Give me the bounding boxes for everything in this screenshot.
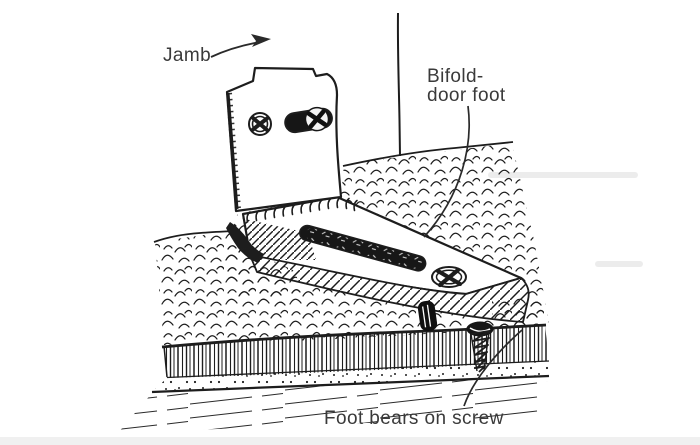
foot-bears-leader-line (463, 329, 523, 407)
jamb-edge-line (396, 12, 401, 157)
callout-lines (210, 34, 523, 407)
bracket-foot (241, 195, 530, 323)
jamb-arrow-line (210, 41, 261, 58)
foot-left-shadow (245, 219, 316, 260)
plate-screw-icon (248, 112, 272, 136)
bifold-leader-line (423, 105, 470, 238)
bracket-plate (225, 66, 343, 263)
plate-slot-screw-icon (284, 106, 333, 134)
support-screw (466, 321, 494, 373)
bifold-label-line1: Bifold- (427, 66, 484, 87)
jamb-arrowhead-icon (251, 34, 271, 47)
scan-artifacts (0, 172, 700, 445)
jamb-label: Jamb (163, 45, 212, 66)
adjustment-slot (298, 224, 427, 272)
foot-bears-on-screw-label: Foot bears on screw (324, 408, 504, 429)
slot-screw-icon (431, 266, 467, 288)
bifold-door-foot-label: Bifold- door foot (427, 67, 506, 105)
foot-front-face-hatch (250, 255, 529, 322)
foot-front-tab (417, 300, 438, 332)
carpet-overlap-patches (221, 245, 549, 330)
bifold-label-line2: door foot (427, 85, 506, 106)
subfloor-hatching (118, 377, 548, 433)
plate-face (225, 66, 343, 213)
